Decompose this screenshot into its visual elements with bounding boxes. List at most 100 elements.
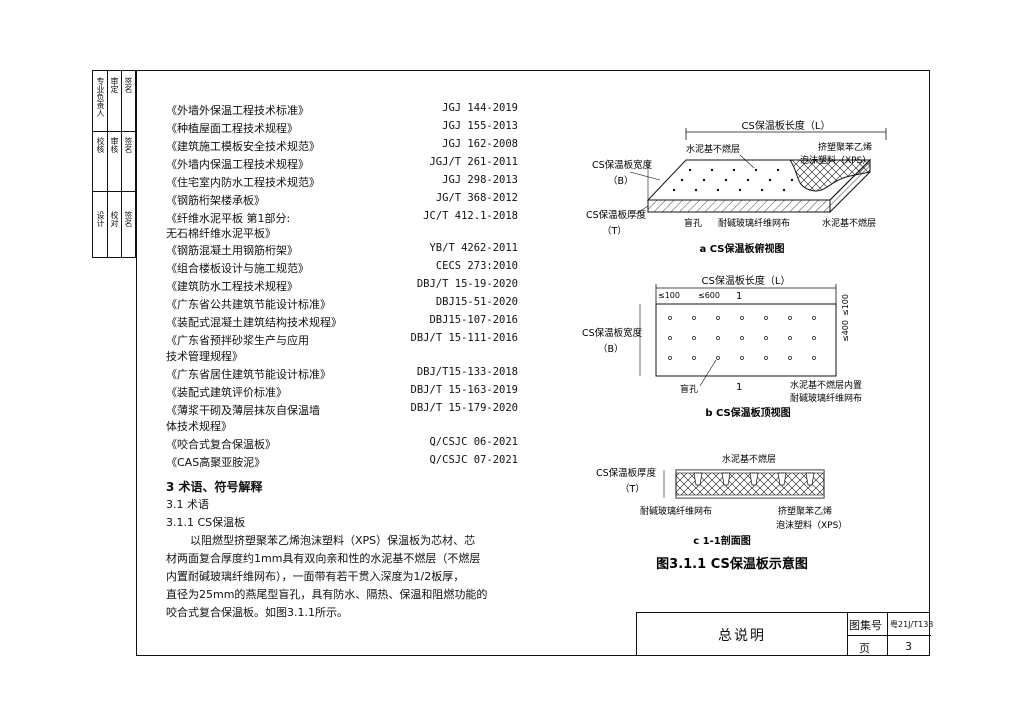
standard-row: 《钢筋混凝土用钢筋桁架》YB/T 4262-2011 [166, 242, 518, 259]
standard-code: DBJ/T 15-111-2016 [410, 332, 518, 344]
standard-name: 《建筑施工模板安全技术规范》 [166, 140, 320, 153]
label-width: CS保温板宽度 [582, 327, 643, 339]
standard-code: Q/CSJC 07-2021 [429, 454, 518, 466]
standard-row: 《建筑施工模板安全技术规范》 JGJ 162-2008 [166, 138, 518, 155]
caption-c: c 1-1剖面图 [693, 534, 750, 547]
atlas-label: 图集号 [849, 619, 882, 632]
standard-code: JG/T 368-2012 [435, 192, 518, 204]
sidebar-label: 校核 [96, 137, 105, 153]
label-xps1: 挤塑聚苯乙烯 [778, 505, 832, 517]
signature-strip: 专业负责人 校核 设计 审定 审核 校对 签名 签名 签名 [92, 70, 136, 258]
figure-a: CS保温板长度（L） CS保温板宽度 （B） CS保温板厚度 （T） 水泥基不燃… [586, 119, 887, 255]
sidebar-signature: 签名 [124, 77, 133, 93]
standard-row: 《广东省预拌砂浆生产与应用 DBJ/T 15-111-2016 [166, 332, 518, 349]
sheet-title: 总说明 [718, 628, 766, 644]
label-width-sym: （B） [608, 175, 634, 187]
standard-code: JGJ 298-2013 [442, 174, 518, 186]
standard-name: 《外墙外保温工程技术标准》 [166, 104, 309, 117]
standard-row: 《广东省公共建筑节能设计标准》 DBJ15-51-2020 [166, 296, 518, 313]
standard-name: 《咬合式复合保温板》 [166, 438, 276, 451]
standard-code: CECS 273:2010 [435, 260, 518, 272]
label-mesh: 耐碱玻璃纤维网布 [640, 505, 712, 517]
standard-row: 《种植屋面工程技术规程》 JGJ 155-2013 [166, 120, 518, 137]
paragraph-line: 材两面复合厚度约1mm具有双向亲和性的水泥基不燃层（不燃层 [166, 552, 481, 565]
standard-name: 《广东省公共建筑节能设计标准》 [166, 298, 331, 311]
standard-code: JC/T 412.1-2018 [423, 210, 518, 222]
standard-name: 《住宅室内防水工程技术规范》 [166, 176, 320, 189]
standard-code: DBJ/T15-133-2018 [416, 366, 518, 378]
label-cement-right: 水泥基不燃层 [822, 217, 876, 229]
standard-row: 《装配式建筑评价标准》DBJ/T 15-163-2019 [166, 384, 518, 401]
label-mesh: 耐碱玻璃纤维网布 [718, 217, 790, 229]
standard-code: DBJ/T 15-179-2020 [410, 402, 518, 414]
blind-holes [668, 316, 816, 360]
standard-name: 《装配式混凝土建筑结构技术规程》 [166, 316, 342, 329]
drawing-frame [136, 70, 930, 656]
standard-name: 《广东省预拌砂浆生产与应用 [166, 334, 309, 347]
standard-code: DBJ15-107-2016 [429, 314, 518, 326]
section-mark: 1 [736, 291, 742, 302]
paragraph-line: 内置耐碱玻璃纤维网布），一面带有若干贯入深度为1/2板厚， [166, 570, 465, 583]
label-thickness: CS保温板厚度 [596, 467, 657, 479]
page-number: 3 [905, 640, 912, 653]
section-heading: 3 术语、符号解释 [166, 480, 263, 494]
standard-name: 《外墙内保温工程技术规程》 [166, 158, 309, 171]
standard-code: DBJ/T 15-19-2020 [416, 278, 518, 290]
standard-code: JGJ 162-2008 [442, 138, 518, 150]
paragraph-line: 直径为25mm的燕尾型盲孔，具有防水、隔热、保温和阻燃功能的 [166, 588, 488, 601]
standard-row: 《广东省居住建筑节能设计标准》DBJ/T15-133-2018 [166, 366, 518, 383]
standard-name: 《建筑防水工程技术规程》 [166, 280, 298, 293]
standard-name: 《组合楼板设计与施工规范》 [166, 262, 309, 275]
standard-row: 《纤维水泥平板 第1部分:JC/T 412.1-2018 [166, 210, 518, 227]
standard-name: 《种植屋面工程技术规程》 [166, 122, 298, 135]
paragraph-line: 以阻燃型挤塑聚苯乙烯泡沫塑料（XPS）保温板为芯材、芯 [190, 534, 476, 547]
paragraph-line: 咬合式复合保温板。如图3.1.1所示。 [166, 606, 348, 619]
standard-name: 《薄浆干砌及薄层抹灰自保温墙 [166, 404, 320, 417]
standard-code: Q/CSJC 06-2021 [429, 436, 518, 448]
label-note1: 水泥基不燃层内置 [790, 379, 862, 391]
figure-b: CS保温板长度（L） ≤100 ≤600 1 ≤100 ≤400 CS保温板宽度… [582, 274, 862, 419]
standard-row: 《建筑防水工程技术规程》 DBJ/T 15-19-2020 [166, 278, 518, 295]
sidebar-label: 专业负责人 [96, 77, 105, 117]
standard-row: 《CAS高聚亚胺泥》Q/CSJC 07-2021 [166, 454, 518, 471]
sidebar-label: 校对 [110, 211, 119, 227]
section-sub: 3.1.1 CS保温板 [166, 516, 246, 529]
label-width: CS保温板宽度 [592, 159, 653, 171]
standard-row: 《钢筋桁架楼承板》JG/T 368-2012 [166, 192, 518, 209]
label-cement-top: 水泥基不燃层 [686, 143, 740, 155]
caption-b: b CS保温板顶视图 [705, 406, 790, 419]
figure-title: 图3.1.1 CS保温板示意图 [656, 556, 808, 572]
standard-name-cont: 无石棉纤维水泥平板》 [166, 227, 276, 240]
dim-edge: ≤100 [658, 291, 680, 300]
label-length: CS保温板长度（L） [742, 119, 831, 132]
sidebar-label: 设计 [96, 211, 105, 227]
standard-name: 《装配式建筑评价标准》 [166, 386, 287, 399]
standard-row: 《外墙外保温工程技术标准》 JGJ 144-2019 [166, 102, 518, 119]
sidebar-label: 审定 [110, 77, 119, 93]
standard-row: 《组合楼板设计与施工规范》 CECS 273:2010 [166, 260, 518, 277]
standard-code: DBJ15-51-2020 [435, 296, 518, 308]
standard-row: 《薄浆干砌及薄层抹灰自保温墙 DBJ/T 15-179-2020 [166, 402, 518, 419]
label-xps2: 泡沫塑料（XPS） [800, 154, 871, 166]
label-blind-hole: 盲孔 [680, 383, 698, 395]
standard-code: JGJ/T 261-2011 [429, 156, 518, 168]
standard-row: 《住宅室内防水工程技术规范》 JGJ 298-2013 [166, 174, 518, 191]
standard-name-cont: 技术管理规程》 [166, 350, 243, 363]
dim-spacing: ≤600 [698, 291, 720, 300]
dim-edge-v: ≤100 [841, 294, 850, 316]
title-block: 总说明 图集号 粤21J/T133 页 3 [636, 612, 934, 656]
atlas-number: 粤21J/T133 [890, 620, 934, 629]
label-length: CS保温板长度（L） [702, 274, 791, 287]
label-thickness-sym: （T） [602, 225, 627, 237]
label-cement: 水泥基不燃层 [722, 453, 776, 465]
sidebar-label: 审核 [110, 137, 119, 153]
dim-spacing-v: ≤400 [841, 320, 850, 342]
label-blind-hole: 盲孔 [684, 217, 702, 229]
section-mark: 1 [736, 382, 742, 393]
standard-code: JGJ 155-2013 [442, 120, 518, 132]
sidebar-signature: 签名 [124, 137, 133, 153]
caption-a: a CS保温板俯视图 [700, 242, 785, 255]
label-thickness: CS保温板厚度 [586, 209, 647, 221]
standard-code: JGJ 144-2019 [442, 102, 518, 114]
